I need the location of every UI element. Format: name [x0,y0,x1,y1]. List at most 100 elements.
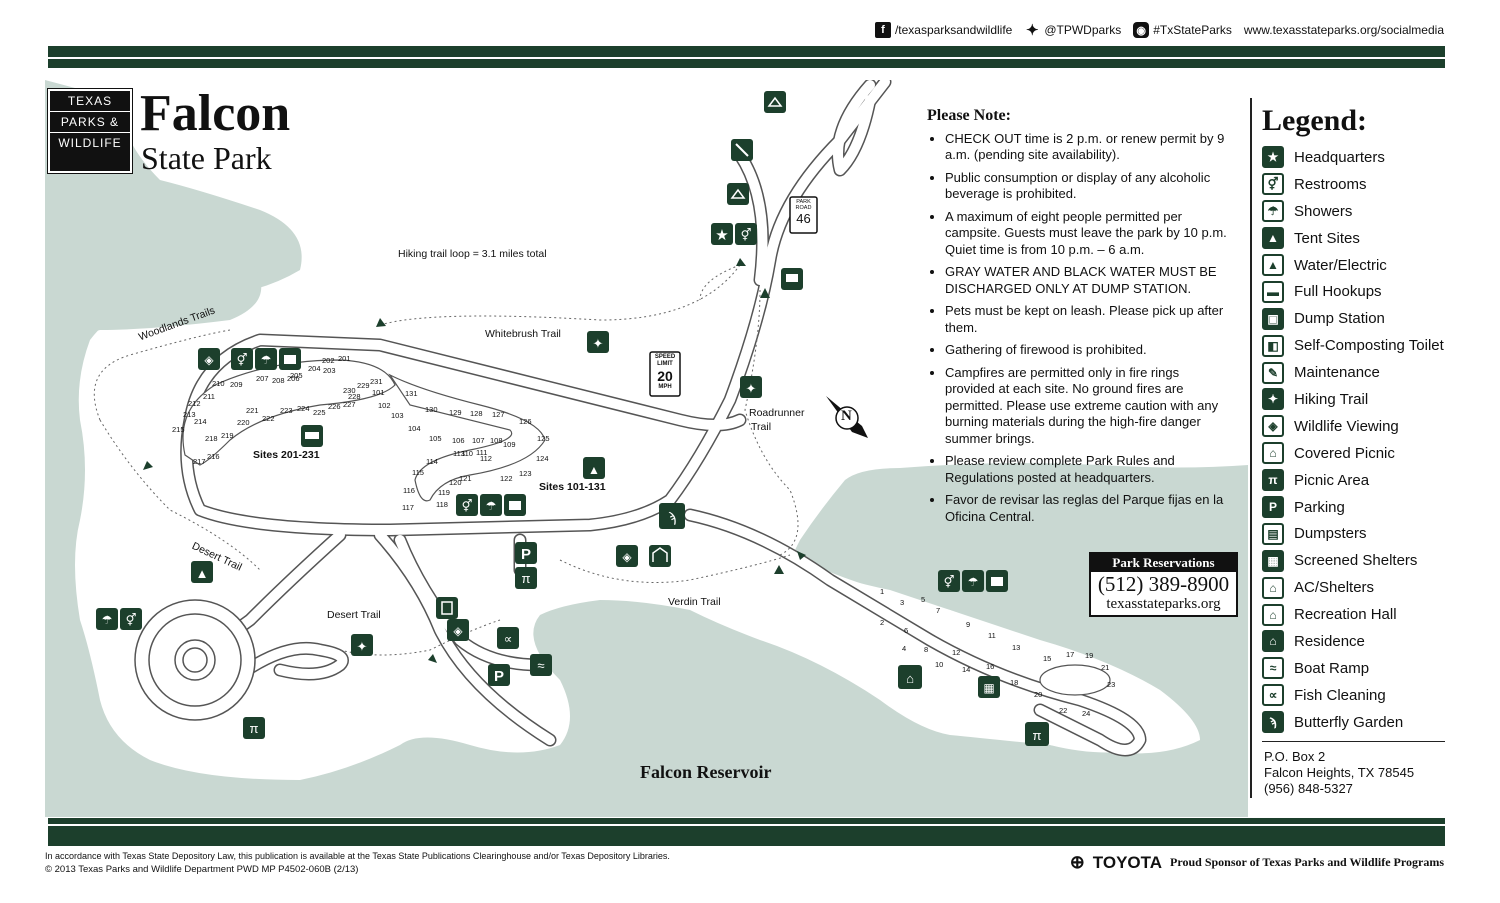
sites_201-site-number[interactable]: 205 [290,371,303,380]
sites_201-site-number[interactable]: 219 [221,431,234,440]
park-map[interactable]: ★ ⚥ ✦ ✦ ◈ ⚥ ☂ ▲ ⚥ ☂ ϡ P π ◈ ▲ ☂ ⚥ ✦ ◈ ∝ … [45,80,1248,817]
sites_101-site-number[interactable]: 120 [449,478,462,487]
sites_201-site-number[interactable]: 231 [370,377,383,386]
sites_101-site-number[interactable]: 123 [519,469,532,478]
sites_201-site-number[interactable]: 214 [194,417,207,426]
shelters-site-number[interactable]: 21 [1101,663,1110,672]
park-road-sign [789,196,818,234]
instagram-link[interactable]: ◉#TxStateParks [1133,22,1232,38]
sites_201-site-number[interactable]: 223 [280,406,293,415]
sites_101-site-number[interactable]: 115 [412,468,424,477]
shelters-site-number[interactable]: 3 [900,598,905,607]
shelters-site-number[interactable]: 6 [904,626,909,635]
sites_201-site-number[interactable]: 217 [193,457,206,466]
sites_101-site-number[interactable]: 114 [426,457,438,466]
sites_201-site-number[interactable]: 215 [172,425,185,434]
reservations-url[interactable]: texasstateparks.org [1106,596,1221,612]
shelters-site-number[interactable]: 13 [1012,643,1021,652]
sites_201-site-number[interactable]: 202 [322,356,335,365]
sites_101-site-number[interactable]: 118 [436,500,448,509]
shelters-site-number[interactable]: 1 [880,587,885,596]
shelters-site-number[interactable]: 19 [1085,651,1094,660]
sites_101-site-number[interactable]: 103 [391,411,404,420]
sites_201-site-number[interactable]: 228 [348,392,361,401]
shelters-site-number[interactable]: 15 [1043,654,1052,663]
sites_201-site-number[interactable]: 229 [357,381,370,390]
sites_101-site-number[interactable]: 131 [405,389,418,398]
sites_201-site-number[interactable]: 201 [338,354,351,363]
svg-text:▲: ▲ [588,463,600,477]
sites_101-site-number[interactable]: 102 [378,401,391,410]
sites_201-site-number[interactable]: 209 [230,380,243,389]
twitter-link[interactable]: ✦@TPWDparks [1026,22,1122,39]
sites_201-site-number[interactable]: 230 [343,386,356,395]
facebook-link[interactable]: f/texasparksandwildlife [874,22,1012,38]
sites_101-site-number[interactable]: 113 [453,449,465,458]
shelters-site-number[interactable]: 23 [1107,680,1116,689]
sites_101-site-number[interactable]: 126 [519,417,532,426]
shelters-site-number[interactable]: 2 [880,618,885,627]
sites_201-site-number[interactable]: 222 [262,414,275,423]
facebook-icon: f [874,22,891,38]
sites_201-site-number[interactable]: 218 [205,434,218,443]
shelters-site-number[interactable]: 4 [902,644,907,653]
sites_101-site-number[interactable]: 117 [402,503,414,512]
shelters-site-number[interactable]: 17 [1066,650,1075,659]
sites_201-site-number[interactable]: 225 [313,408,326,417]
sites_101-site-number[interactable]: 106 [452,436,465,445]
shelters-site-number[interactable]: 12 [952,648,961,657]
sites_201-site-number[interactable]: 207 [256,374,269,383]
shelters-site-number[interactable]: 14 [962,665,971,674]
sites_201-site-number[interactable]: 204 [308,364,321,373]
sites_201-site-number[interactable]: 216 [207,452,220,461]
sites_201-site-number[interactable]: 220 [237,418,250,427]
sites_201-site-number[interactable]: 203 [323,366,336,375]
sites_101-site-number[interactable]: 111 [476,448,488,457]
shelters-site-number[interactable]: 7 [936,606,941,615]
note-item: Favor de revisar las reglas del Parque f… [945,492,1232,525]
sites_201-site-number[interactable]: 212 [188,399,201,408]
sites_101-site-number[interactable]: 116 [403,486,415,495]
sites_201-site-number[interactable]: 227 [343,400,356,409]
sites_101-site-number[interactable]: 129 [449,408,462,417]
shelters-site-number[interactable]: 11 [988,631,996,640]
shelters-site-number[interactable]: 18 [1010,678,1019,687]
sites_201-site-number[interactable]: 210 [212,379,225,388]
sites_101-site-number[interactable]: 101 [372,388,385,397]
sites_101-site-number[interactable]: 127 [492,410,505,419]
sites_101-site-number[interactable]: 108 [490,436,503,445]
sites_101-site-number[interactable]: 119 [438,488,450,497]
shelters-site-number[interactable]: 22 [1059,706,1068,715]
sites_201-site-number[interactable]: 224 [297,404,310,413]
sites_101-site-number[interactable]: 112 [480,454,492,463]
shelters-site-number[interactable]: 24 [1082,709,1091,718]
sites_201-site-number[interactable]: 208 [272,376,285,385]
sites_201-site-number[interactable]: 211 [203,392,215,401]
sites_201-site-number[interactable]: 221 [246,406,259,415]
sites_101-site-number[interactable]: 128 [470,409,483,418]
parking-icon: P [515,542,537,564]
sites_101-site-number[interactable]: 121 [459,474,472,483]
sites_201-site-number[interactable]: 206 [287,374,300,383]
shelters-site-number[interactable]: 10 [935,660,944,669]
sites_101-site-number[interactable]: 122 [500,474,513,483]
sites_101-site-number[interactable]: 110 [461,449,473,458]
svg-text:ϡ: ϡ [668,509,676,526]
sites_101-site-number[interactable]: 104 [408,424,421,433]
sites_101-site-number[interactable]: 105 [429,434,442,443]
shelters-site-number[interactable]: 16 [986,662,995,671]
sites_201-site-number[interactable]: 213 [183,410,196,419]
sites_201-site-number[interactable]: 226 [328,402,341,411]
sites_101-site-number[interactable]: 124 [536,454,549,463]
shelters-site-number[interactable]: 8 [924,645,929,654]
shelters-site-number[interactable]: 9 [966,620,971,629]
shelters-site-number[interactable]: 5 [921,595,926,604]
sites_101-site-number[interactable]: 107 [472,436,485,445]
sites_101-site-number[interactable]: 130 [425,405,438,414]
sites_101-site-number[interactable]: 125 [537,434,550,443]
reservations-phone[interactable]: (512) 389-8900 [1097,572,1230,596]
sites_101-site-number[interactable]: 109 [503,440,516,449]
binoculars-icon: ◈ [616,545,638,567]
shelters-site-number[interactable]: 20 [1034,690,1043,699]
website-link[interactable]: www.texasstateparks.org/socialmedia [1243,23,1444,37]
